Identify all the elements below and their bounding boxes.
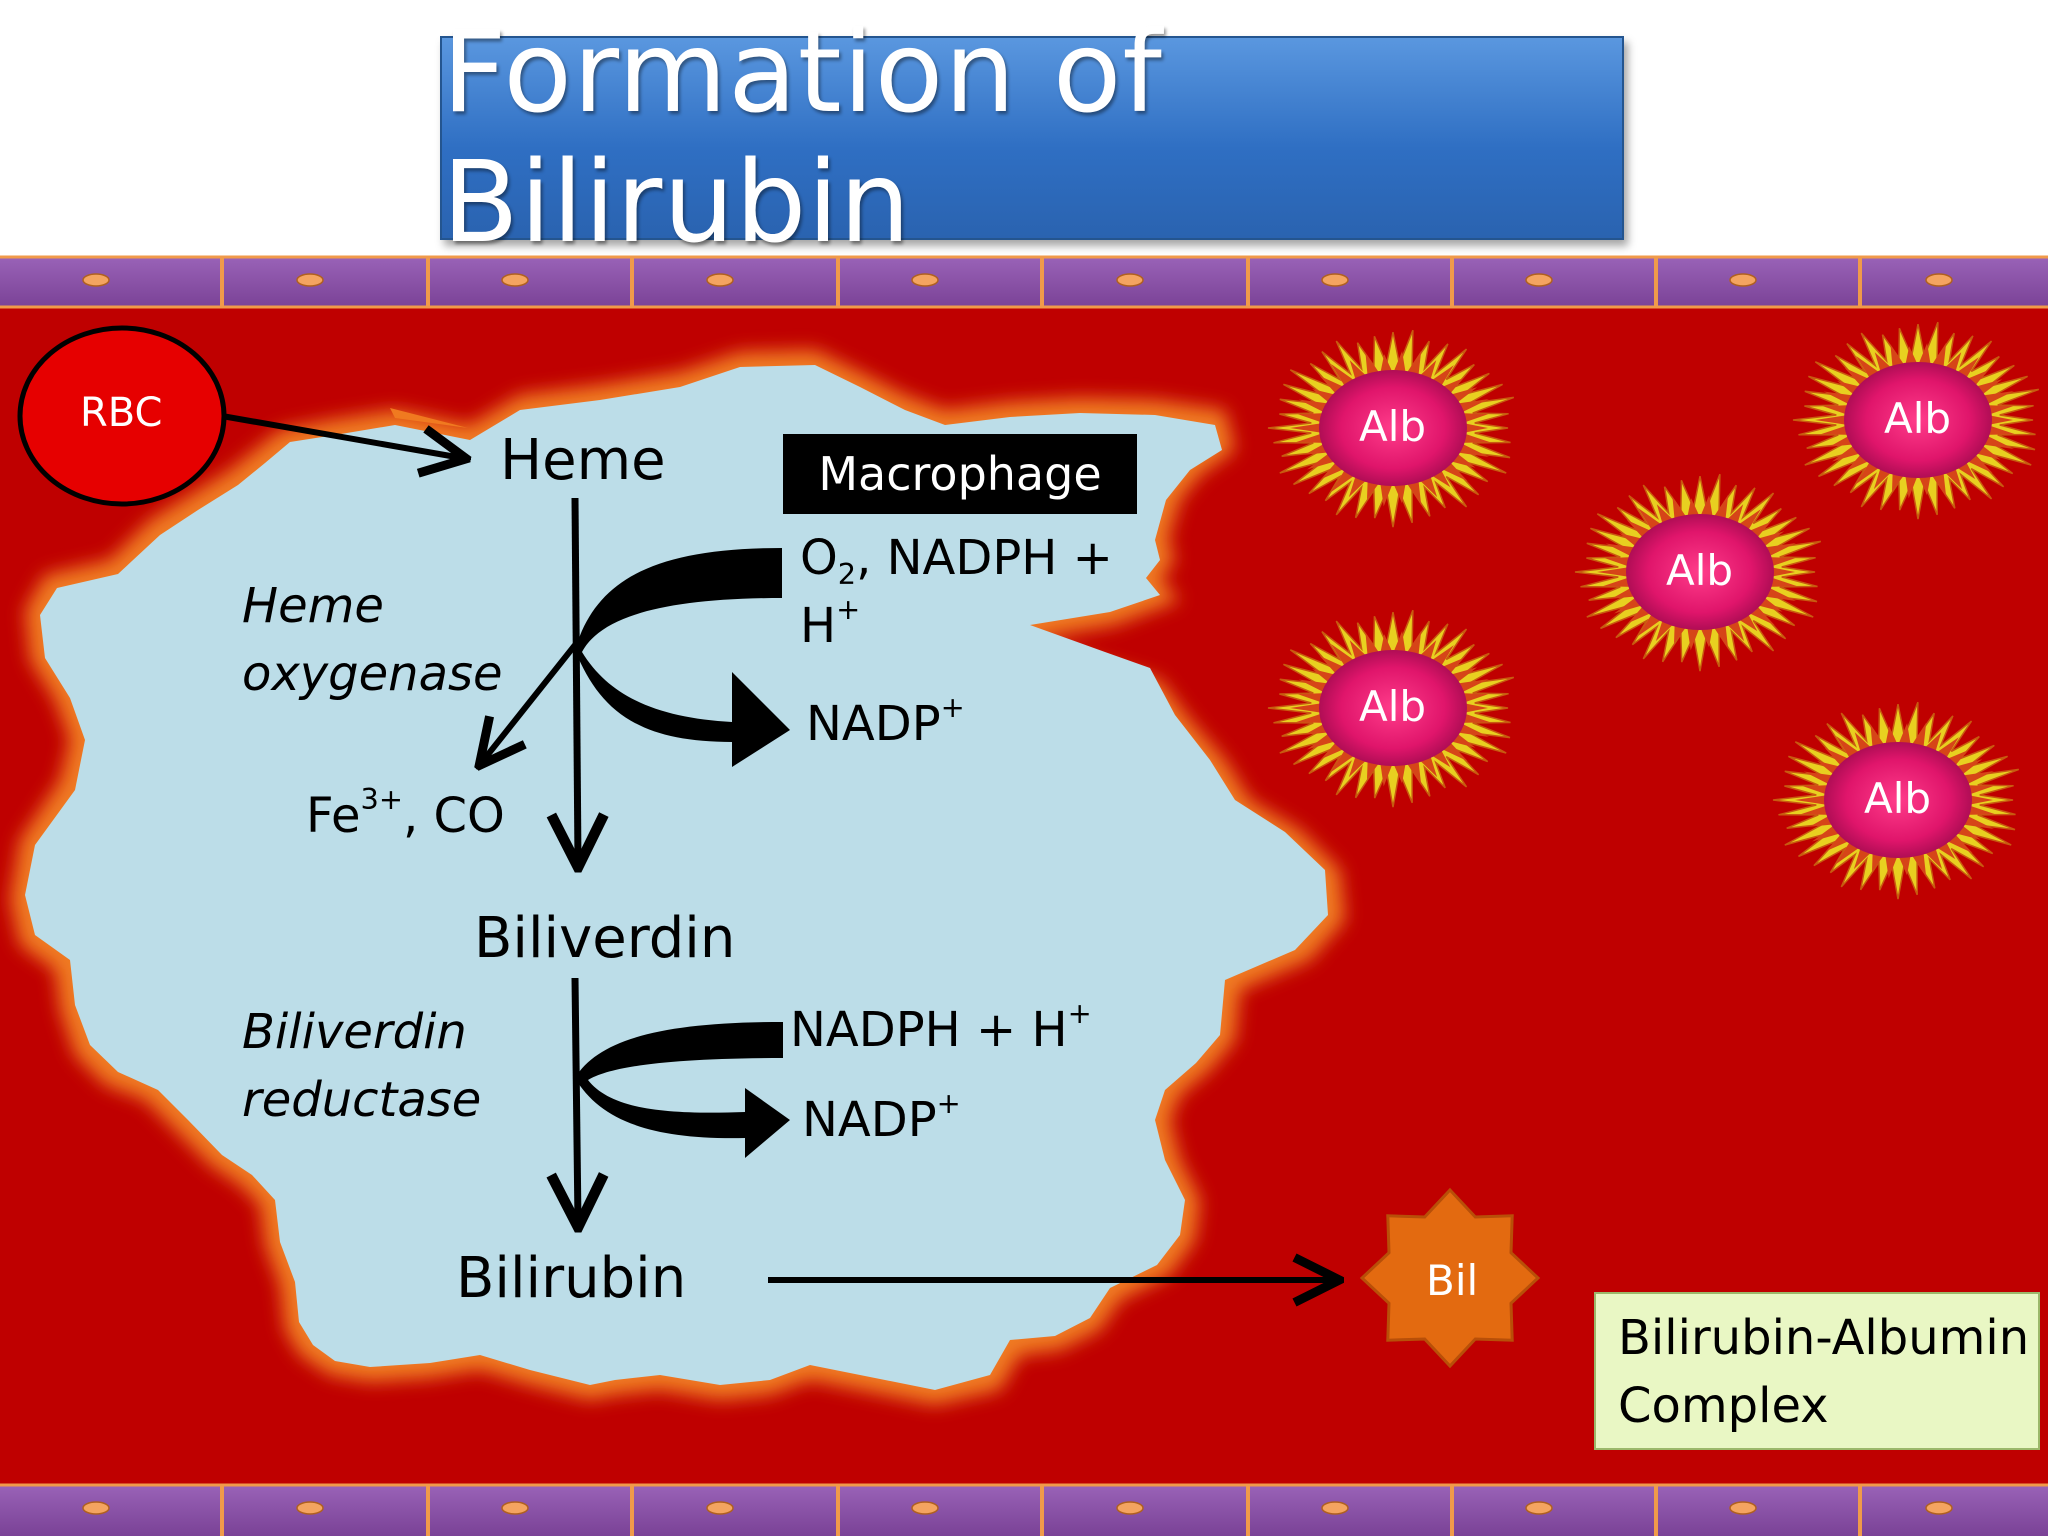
albumin-label: Alb	[1666, 546, 1734, 595]
biliverdin-reductase-label-line2: reductase	[242, 1072, 482, 1128]
cofactor-curved-arrow-1	[575, 548, 790, 767]
rbc-label: RBC	[80, 390, 163, 436]
biliverdin-to-bilirubin-arrow	[575, 977, 578, 1222]
wall-cell-nucleus	[1116, 1501, 1144, 1515]
complex-label-line2: Complex	[1618, 1378, 1829, 1434]
wall-cell-nucleus	[82, 273, 110, 287]
fe-co-arrow	[482, 643, 578, 762]
nadph-h-label-2: NADPH + H+	[790, 995, 1092, 1058]
wall-cell-nucleus	[1729, 273, 1757, 287]
o2-nadph-label: O2, NADPH +	[800, 530, 1113, 592]
albumin-label: Alb	[1359, 402, 1427, 451]
wall-cell-nucleus	[1525, 273, 1553, 287]
wall-cell-nucleus	[296, 1501, 324, 1515]
bilirubin-albumin-complex-box: Bilirubin-Albumin Complex	[1594, 1292, 2040, 1450]
wall-cell-nucleus	[1321, 273, 1349, 287]
vessel-wall-bottom	[0, 1483, 2048, 1536]
heme-oxygenase-label-line1: Heme	[242, 578, 384, 634]
macrophage-cell	[10, 350, 1345, 1405]
wall-cell-nucleus	[82, 1501, 110, 1515]
macrophage-label: Macrophage	[818, 447, 1102, 501]
nadp-label-1: NADP+	[806, 689, 965, 752]
albumin-core	[1319, 370, 1467, 486]
complex-label-line1: Bilirubin-Albumin	[1618, 1310, 2030, 1366]
biliverdin-label: Biliverdin	[474, 906, 736, 971]
cofactor-curved-arrow-2	[575, 1022, 790, 1158]
wall-cell-nucleus	[706, 1501, 734, 1515]
bilirubin-label: Bilirubin	[456, 1246, 687, 1311]
wall-cell-nucleus	[1116, 273, 1144, 287]
page-title: Formation of Bilirubin	[442, 8, 1163, 268]
albumin-molecule	[1267, 609, 1515, 808]
albumin-label: Alb	[1864, 774, 1932, 823]
biliverdin-reductase-label-line1: Biliverdin	[242, 1004, 467, 1060]
wall-cell-nucleus	[706, 273, 734, 287]
heme-label: Heme	[500, 428, 666, 493]
albumin-core	[1844, 362, 1992, 478]
albumin-core	[1319, 650, 1467, 766]
wall-cell-nucleus	[501, 273, 529, 287]
wall-cell-nucleus	[911, 273, 939, 287]
bilirubin-star	[1359, 1187, 1541, 1369]
wall-cell-nucleus	[296, 273, 324, 287]
rbc-to-heme-arrow	[221, 413, 462, 458]
heme-to-biliverdin-arrow	[575, 497, 578, 862]
wall-cell-nucleus	[1925, 273, 1953, 287]
albumin-label: Alb	[1884, 394, 1952, 443]
bil-label: Bil	[1426, 1256, 1479, 1305]
heme-oxygenase-label-line2: oxygenase	[242, 646, 503, 702]
nadp-label-2: NADP+	[802, 1085, 961, 1148]
wall-cell-nucleus	[1729, 1501, 1757, 1515]
fe-co-label: Fe3+, CO	[306, 781, 505, 844]
vessel-wall-top	[0, 255, 2048, 309]
albumin-label: Alb	[1359, 682, 1427, 731]
albumin-molecule	[1772, 701, 2020, 900]
h-plus-label: H+	[800, 591, 861, 654]
wall-cell-nucleus	[1321, 1501, 1349, 1515]
wall-cell-nucleus	[911, 1501, 939, 1515]
albumin-molecule	[1574, 473, 1822, 672]
title-banner: Formation of Bilirubin	[440, 8, 1624, 268]
wall-cell-nucleus	[1525, 1501, 1553, 1515]
macrophage-label-box: Macrophage	[783, 434, 1137, 514]
wall-cell-nucleus	[1925, 1501, 1953, 1515]
albumin-core	[1626, 514, 1774, 630]
albumin-core	[1824, 742, 1972, 858]
albumin-molecule	[1792, 321, 2040, 520]
albumin-molecule	[1267, 329, 1515, 528]
wall-cell-nucleus	[501, 1501, 529, 1515]
